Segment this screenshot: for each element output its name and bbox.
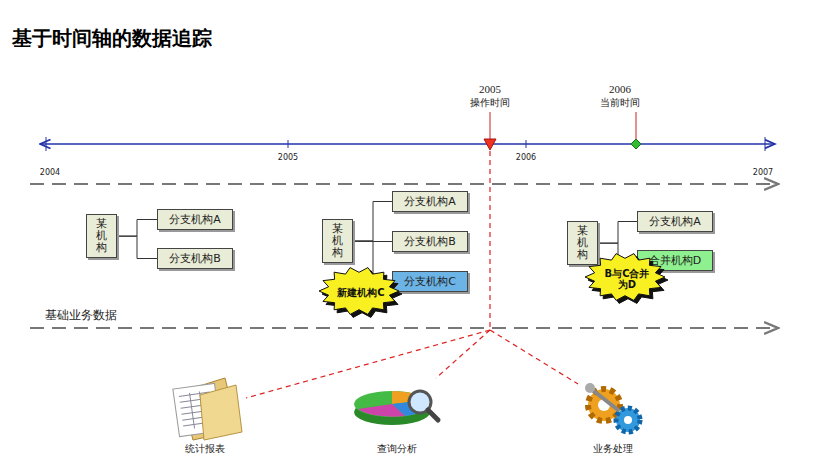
time-label: 2006 <box>609 83 631 96</box>
node-text: 分支机构A <box>404 195 456 208</box>
timeline <box>40 137 775 151</box>
time-label: 操作时间 <box>470 97 510 109</box>
node-text: 分支机构C <box>404 275 456 288</box>
branch-box: 分支机构B <box>392 231 468 252</box>
node-text: 分支机构B <box>169 252 221 265</box>
starburst-callout: 新建机构C <box>318 266 404 320</box>
branch-box: 分支机构A <box>157 209 233 230</box>
title: 基于时间轴的数据追踪 <box>12 26 212 50</box>
dashed-band <box>30 183 778 185</box>
node-text: 合并机构D <box>649 254 701 267</box>
node-text: 新建机构C <box>337 287 384 299</box>
report-icon <box>173 378 242 440</box>
node-text: 分支机构A <box>649 215 701 228</box>
tree-connector <box>117 236 157 258</box>
gears-icon <box>585 383 640 432</box>
org-box: 某机构 <box>86 214 117 258</box>
branch-box: 分支机构C <box>392 271 468 292</box>
time-label: 2005 <box>278 153 298 163</box>
tree-connector <box>353 202 392 242</box>
node-text: 某机构 <box>577 225 588 261</box>
time-label: 当前时间 <box>600 97 640 109</box>
time-label: 2005 <box>479 83 501 96</box>
dashed-band <box>30 327 778 329</box>
node-text: 分支机构A <box>169 213 221 226</box>
icon-label: 查询分析 <box>377 443 417 455</box>
current-marker <box>631 139 641 149</box>
time-label: 2006 <box>516 153 536 163</box>
org-box: 某机构 <box>322 219 353 263</box>
branch-box: 分支机构A <box>392 191 468 212</box>
pie-icon <box>354 391 438 425</box>
operation-marker <box>484 139 496 150</box>
marker-line <box>490 112 491 140</box>
band-label: 基础业务数据 <box>45 308 117 322</box>
marker-line <box>636 112 637 139</box>
tree-connector <box>598 222 637 244</box>
starburst-callout: B与C合并为D <box>584 252 670 306</box>
trace-lines <box>246 151 578 398</box>
icon-label: 业务处理 <box>593 443 633 455</box>
tree-connector <box>117 220 157 237</box>
branch-box: 分支机构B <box>157 248 233 269</box>
node-text: B与C合并为D <box>600 268 654 291</box>
node-text: 某机构 <box>332 223 343 259</box>
node-text: 分支机构B <box>404 235 456 248</box>
branch-box: 分支机构A <box>637 211 713 232</box>
time-label: 2007 <box>753 168 773 178</box>
icon-label: 统计报表 <box>185 443 225 455</box>
time-label: 2004 <box>40 168 60 178</box>
node-text: 某机构 <box>96 218 107 254</box>
org-box: 某机构 <box>567 221 598 265</box>
